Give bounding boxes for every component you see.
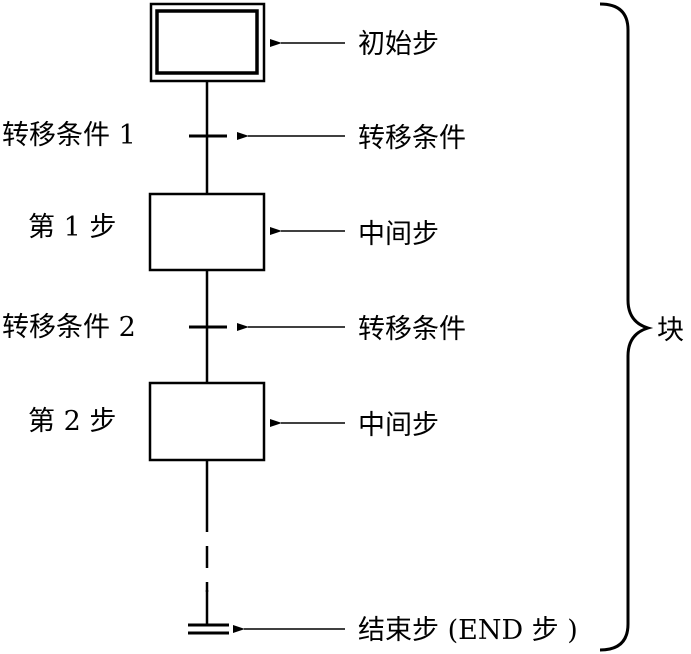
label-step-1: 第 1 步 <box>28 212 116 243</box>
step-2-box <box>148 381 266 462</box>
label-middle-step-1: 中间步 <box>358 219 439 250</box>
label-transition-right-2: 转移条件 <box>358 314 466 345</box>
label-transition-left-1: 转移条件 1 <box>2 120 136 151</box>
label-initial-step: 初始步 <box>358 29 439 60</box>
label-end-step: 结束步 (END 步 ) <box>358 615 578 646</box>
block-brace <box>599 2 654 652</box>
label-middle-step-2: 中间步 <box>358 410 439 441</box>
label-transition-left-2: 转移条件 2 <box>2 312 136 343</box>
label-transition-right-1: 转移条件 <box>358 123 466 154</box>
end-step-bar <box>188 623 229 635</box>
step-1-box <box>148 192 266 272</box>
label-block: 块 <box>657 315 684 346</box>
initial-step-box <box>149 2 266 83</box>
label-step-2: 第 2 步 <box>28 406 116 437</box>
